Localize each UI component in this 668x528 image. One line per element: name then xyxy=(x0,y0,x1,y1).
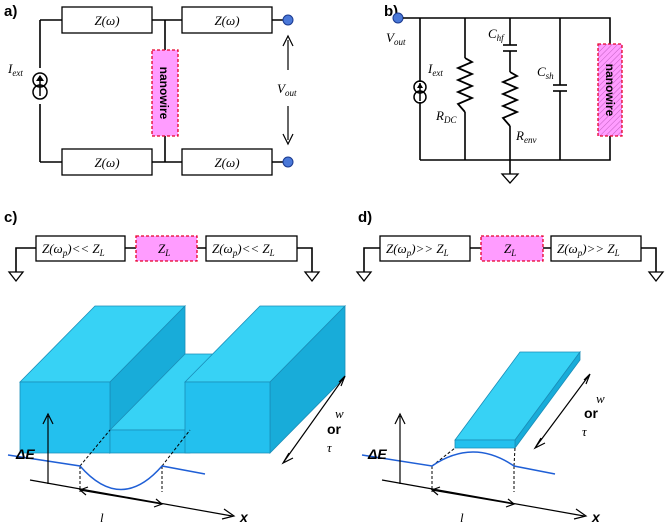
a-nanowire-label: nanowire xyxy=(157,67,171,120)
c-tau-label: τ xyxy=(327,440,333,455)
d-ground-right-icon xyxy=(647,271,665,283)
d-ground-left-icon xyxy=(355,271,373,283)
d-w-label: w xyxy=(596,391,605,406)
d-slab-top xyxy=(454,351,581,441)
d-width-arrow-icon xyxy=(533,373,591,450)
c-mid-text: ZL xyxy=(158,241,170,258)
c-energy-curve xyxy=(7,454,206,491)
b-csh-capacitor-icon xyxy=(553,84,567,92)
c-left-box xyxy=(35,235,126,262)
b-nanowire-label: nanowire xyxy=(603,64,617,117)
c-w-label: w xyxy=(335,406,344,421)
d-wire xyxy=(363,247,657,272)
c-right-block-front xyxy=(184,381,271,454)
b-renv: Renv xyxy=(515,128,536,145)
d-energy-axis-icon xyxy=(394,412,406,484)
b-terminal xyxy=(392,12,404,24)
c-or-label: or xyxy=(327,421,342,437)
b-bottom-rail xyxy=(420,136,611,161)
a-z-bottom-right: Z(ω) xyxy=(214,155,239,170)
d-right-text: Z(ωp)>> ZL xyxy=(557,241,620,258)
d-l-arrow-icon xyxy=(430,486,516,508)
panel-a-label: a) xyxy=(4,3,17,20)
c-strip-front xyxy=(109,429,191,454)
a-vout: Vout xyxy=(277,81,297,98)
b-ground-icon xyxy=(500,173,520,184)
d-dashed-lines xyxy=(431,447,516,492)
d-x-label: x xyxy=(591,509,601,525)
a-z-top-left-box xyxy=(61,6,153,34)
b-nanowire-box xyxy=(597,43,623,137)
b-csh: Csh xyxy=(537,64,554,81)
a-z-bottom-left: Z(ω) xyxy=(94,155,119,170)
d-x-axis-icon xyxy=(381,479,588,520)
c-l-arrow-icon xyxy=(78,486,164,508)
panel-b: b) Vout Iext RDC Chf Renv xyxy=(384,3,623,184)
b-chf: Chf xyxy=(488,26,505,43)
a-terminal-bottom xyxy=(282,156,294,168)
b-chf-capacitor-icon xyxy=(503,44,517,52)
a-iext: Iext xyxy=(7,61,23,78)
a-z-top-right-box xyxy=(181,6,273,34)
c-ground-right-icon xyxy=(303,271,321,283)
c-x-label: x xyxy=(239,509,249,525)
b-current-source-icon xyxy=(413,80,427,104)
c-right-text: Z(ωp)<< ZL xyxy=(212,241,275,258)
d-delta-e: ΔE xyxy=(367,446,387,462)
c-left-text: Z(ωp)<< ZL xyxy=(42,241,105,258)
b-vout: Vout xyxy=(386,30,406,47)
c-width-arrow-icon xyxy=(281,375,346,465)
d-slab-front xyxy=(454,439,516,449)
c-x-axis-icon xyxy=(29,479,236,520)
c-right-box xyxy=(205,235,298,262)
d-tau-label: τ xyxy=(582,424,588,439)
c-delta-e: ΔE xyxy=(15,446,35,462)
a-terminal-top xyxy=(282,14,294,26)
c-left-block-front xyxy=(19,381,111,454)
d-energy-curve xyxy=(361,451,556,475)
a-z-bottom-left-box xyxy=(61,148,153,176)
c-mid-box xyxy=(135,235,198,262)
panel-c-3d: ΔE x l w or τ xyxy=(7,305,346,525)
d-left-text: Z(ωp)>> ZL xyxy=(386,241,449,258)
a-z-bottom-right-box xyxy=(181,148,273,176)
d-l-label: l xyxy=(460,510,464,525)
d-left-box xyxy=(379,235,471,262)
a-z-top-right: Z(ω) xyxy=(214,13,239,28)
c-wire xyxy=(15,247,313,272)
b-renv-resistor-icon xyxy=(500,71,520,127)
b-rdc-resistor-icon xyxy=(455,57,475,113)
a-nanowire-box xyxy=(151,49,179,137)
a-current-source-icon xyxy=(32,72,48,100)
d-mid-text: ZL xyxy=(504,241,516,258)
b-top-rail xyxy=(403,17,611,44)
c-energy-axis-icon xyxy=(42,412,54,484)
panel-c-circuit: c) Z(ωp)<< ZL ZL Z(ωp)<< ZL xyxy=(4,209,321,283)
a-vout-arrow-icon xyxy=(282,34,294,146)
d-or-label: or xyxy=(584,405,599,421)
c-ground-left-icon xyxy=(7,271,25,283)
d-mid-box xyxy=(480,235,544,262)
b-rdc: RDC xyxy=(435,108,457,125)
panel-d-label: d) xyxy=(358,209,372,226)
c-l-label: l xyxy=(100,510,104,525)
panel-d-3d: ΔE x l w or τ xyxy=(361,350,605,525)
d-right-box xyxy=(550,235,642,262)
panel-c-label: c) xyxy=(4,209,17,226)
b-iext: Iext xyxy=(427,61,443,78)
panel-d-circuit: d) Z(ωp)>> ZL ZL Z(ωp)>> ZL xyxy=(355,209,665,283)
a-z-top-left: Z(ω) xyxy=(94,13,119,28)
c-dashed-lines xyxy=(79,429,191,492)
panel-a: a) Z(ω) Z(ω) Z(ω) Z(ω) nanowire Iext xyxy=(4,3,297,176)
